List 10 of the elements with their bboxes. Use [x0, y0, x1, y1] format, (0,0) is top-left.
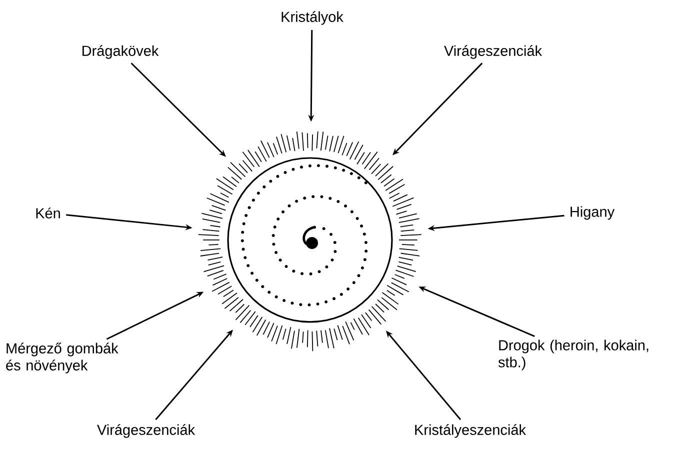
label-text: Virágeszenciák	[444, 45, 542, 59]
label-text: Higany	[570, 206, 615, 220]
label-text: Drogok (heroin, kokain, stb.)	[498, 340, 648, 370]
label-text: Mérgező gombák és növények	[6, 342, 118, 374]
label-text: Kristályeszenciák	[415, 424, 526, 438]
label-text: Kristályok	[282, 11, 344, 25]
label-text: Virágeszenciák	[97, 424, 196, 438]
label-text: Drágakövek	[82, 45, 159, 59]
label-text: Kén	[36, 208, 60, 218]
spiral-drawing	[198, 130, 422, 352]
